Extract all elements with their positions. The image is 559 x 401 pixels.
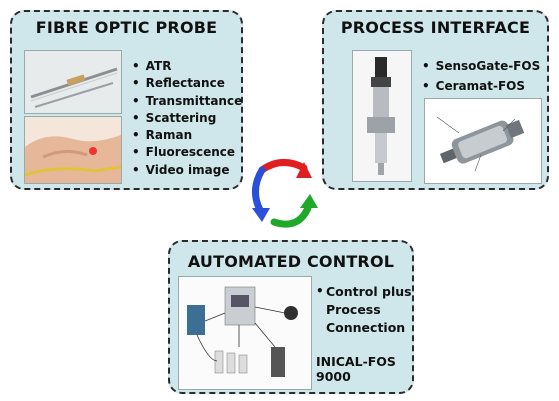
product-name: INICAL-FOS 9000 (316, 354, 396, 384)
list-item: Fluorescence (132, 144, 242, 161)
automated-control-title: AUTOMATED CONTROL (187, 252, 395, 271)
control-system-image (179, 277, 311, 389)
green-arrow (270, 204, 312, 228)
blue-arrow (252, 166, 266, 214)
control-item-line-2: Process (326, 302, 381, 317)
list-item: Raman (132, 127, 242, 144)
list-item: Reflectance (132, 75, 242, 92)
list-item: Video image (132, 162, 242, 179)
red-arrow (258, 159, 308, 174)
control-item-line-3: Connection (326, 320, 406, 335)
list-item: Scattering (132, 110, 242, 127)
list-item: ATR (132, 58, 242, 75)
ceramat-diagram (424, 98, 542, 184)
inical-system-diagram (178, 276, 312, 390)
ceramat-device-image (425, 99, 541, 183)
control-item-line-1: Control plus (326, 284, 412, 299)
hand-holding-probe-image (25, 117, 121, 183)
hand-probe-photo (24, 116, 122, 184)
list-item: Transmittance (132, 93, 243, 110)
process-interface-panel: PROCESS INTERFACE SensoGate-FOS Ceramat-… (322, 10, 549, 190)
sensogate-photo (352, 50, 412, 182)
control-item-bullet: • (316, 284, 324, 298)
list-item: SensoGate-FOS (422, 56, 541, 76)
measurement-techniques-list: ATR Reflectance Transmittance Scattering… (132, 58, 243, 179)
sensogate-device-image (353, 51, 411, 181)
cycle-arrows (252, 159, 318, 228)
fibre-optic-probe-title: FIBRE OPTIC PROBE (35, 18, 218, 37)
green-arrowhead (300, 194, 318, 208)
probe-photo (24, 50, 122, 114)
process-interface-list: SensoGate-FOS Ceramat-FOS (422, 56, 541, 96)
red-arrowhead (296, 162, 312, 178)
process-interface-title: PROCESS INTERFACE (340, 18, 531, 37)
automated-control-panel: AUTOMATED CONTROL • Control plus Process… (168, 240, 414, 394)
list-item: Ceramat-FOS (422, 76, 540, 96)
blue-arrowhead (252, 208, 270, 222)
fibre-optic-probe-panel: FIBRE OPTIC PROBE ATR Reflectance Transm… (10, 10, 243, 190)
fibre-probe-image (25, 51, 121, 113)
